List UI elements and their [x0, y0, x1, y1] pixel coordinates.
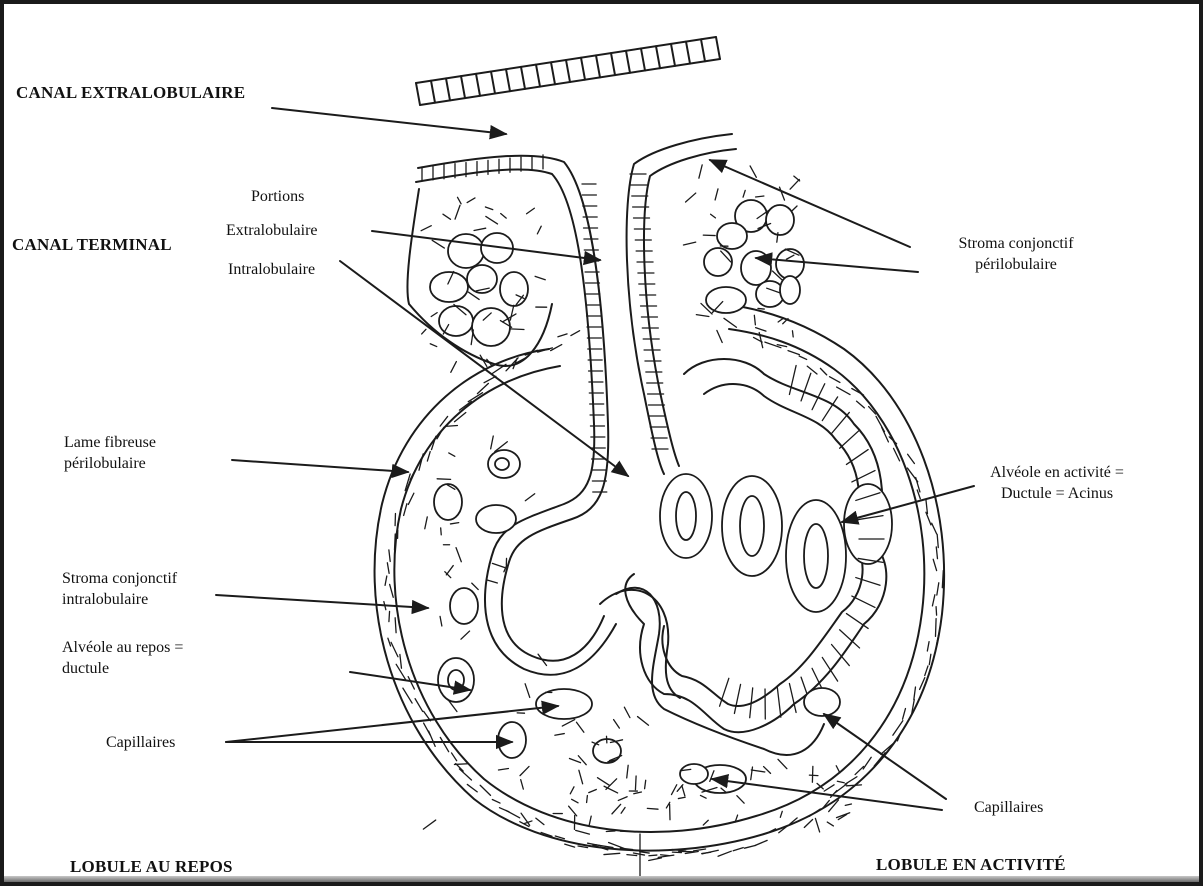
frame-bottom-shadow [4, 876, 1199, 882]
label-alveole-repos-line1: Alvéole au repos = [62, 637, 183, 658]
label-portions: Portions [251, 186, 304, 207]
label-lame-fibreuse-line2: périlobulaire [64, 453, 156, 474]
label-extralobulaire: Extralobulaire [226, 220, 318, 241]
label-lobule-repos: LOBULE AU REPOS [70, 856, 233, 877]
right-extralobular-acini [704, 200, 804, 313]
label-capillaires-right: Capillaires [974, 797, 1043, 818]
lobule-drawing [4, 4, 1199, 882]
label-stroma-perilobulaire-line1: Stroma conjonctif [936, 233, 1096, 254]
label-alveole-activite: Alvéole en activité = Ductule = Acinus [972, 462, 1142, 504]
label-alveole-repos: Alvéole au repos = ductule [62, 637, 183, 679]
label-alveole-activite-line1: Alvéole en activité = [972, 462, 1142, 483]
label-capillaires-left: Capillaires [106, 732, 175, 753]
extralobular-canal-segment [416, 37, 720, 105]
label-alveole-activite-line2: Ductule = Acinus [972, 483, 1142, 504]
label-canal-extralobulaire: CANAL EXTRALOBULAIRE [16, 82, 245, 103]
label-alveole-repos-line2: ductule [62, 658, 183, 679]
label-stroma-intralobulaire-line2: intralobulaire [62, 589, 177, 610]
label-lame-fibreuse-line1: Lame fibreuse [64, 432, 156, 453]
left-extralobular-acini [407, 189, 552, 366]
label-stroma-perilobulaire-line2: périlobulaire [936, 254, 1096, 275]
label-canal-terminal: CANAL TERMINAL [12, 234, 172, 255]
label-stroma-perilobulaire: Stroma conjonctif périlobulaire [936, 233, 1096, 275]
label-stroma-intralobulaire-line1: Stroma conjonctif [62, 568, 177, 589]
active-alveoli [600, 359, 892, 755]
label-lobule-activite: LOBULE EN ACTIVITÉ [876, 854, 1066, 875]
label-stroma-intralobulaire: Stroma conjonctif intralobulaire [62, 568, 177, 610]
label-intralobulaire: Intralobulaire [228, 259, 315, 280]
label-lame-fibreuse: Lame fibreuse périlobulaire [64, 432, 156, 474]
terminal-duct-left-wall [416, 155, 616, 675]
